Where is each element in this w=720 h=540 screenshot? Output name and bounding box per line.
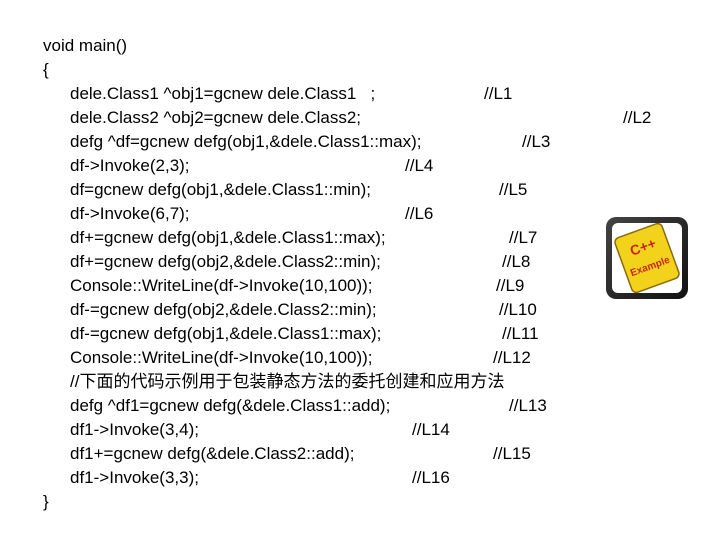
code-line: df=gcnew defg(obj1,&dele.Class1::min); [70,180,371,199]
code-comment-line: //下面的代码示例用于包装静态方法的委托创建和应用方法 [70,372,505,391]
line-comment: //L15 [493,444,531,463]
line-comment: //L13 [509,396,547,415]
open-brace: { [43,60,49,79]
line-comment: //L2 [623,108,652,127]
line-comment: //L3 [522,132,551,151]
code-line: df-=gcnew defg(obj1,&dele.Class1::max); [70,324,382,343]
code-line: defg ^df1=gcnew defg(&dele.Class1::add); [70,396,391,415]
line-comment: //L5 [499,180,528,199]
code-line: dele.Class1 ^obj1=gcnew dele.Class1 ; [70,84,376,103]
code-line: df-=gcnew defg(obj2,&dele.Class2::min); [70,300,377,319]
code-line: df1->Invoke(3,4); [70,420,199,439]
line-comment: //L12 [493,348,531,367]
code-signature: void main() [43,36,128,55]
code-line: df+=gcnew defg(obj1,&dele.Class1::max); [70,228,386,247]
line-comment: //L6 [405,204,434,223]
line-comment: //L7 [509,228,538,247]
line-comment: //L10 [499,300,537,319]
code-line: dele.Class2 ^obj2=gcnew dele.Class2; [70,108,362,127]
line-comment: //L1 [484,84,513,103]
code-line: df->Invoke(6,7); [70,204,190,223]
code-line: Console::WriteLine(df->Invoke(10,100)); [70,348,373,367]
code-line: df1->Invoke(3,3); [70,468,199,487]
code-line: df1+=gcnew defg(&dele.Class2::add); [70,444,355,463]
line-comment: //L4 [405,156,434,175]
line-comment: //L11 [502,324,539,343]
line-comment: //L9 [496,276,525,295]
code-line: df->Invoke(2,3); [70,156,190,175]
close-brace: } [43,492,49,511]
line-comment: //L8 [502,252,531,271]
cpp-logo: C++ Example [606,217,688,299]
code-line: defg ^df=gcnew defg(obj1,&dele.Class1::m… [70,132,422,151]
line-comment: //L16 [412,468,450,487]
line-comment: //L14 [412,420,450,439]
code-line: df+=gcnew defg(obj2,&dele.Class2::min); [70,252,381,271]
code-line: Console::WriteLine(df->Invoke(10,100)); [70,276,373,295]
